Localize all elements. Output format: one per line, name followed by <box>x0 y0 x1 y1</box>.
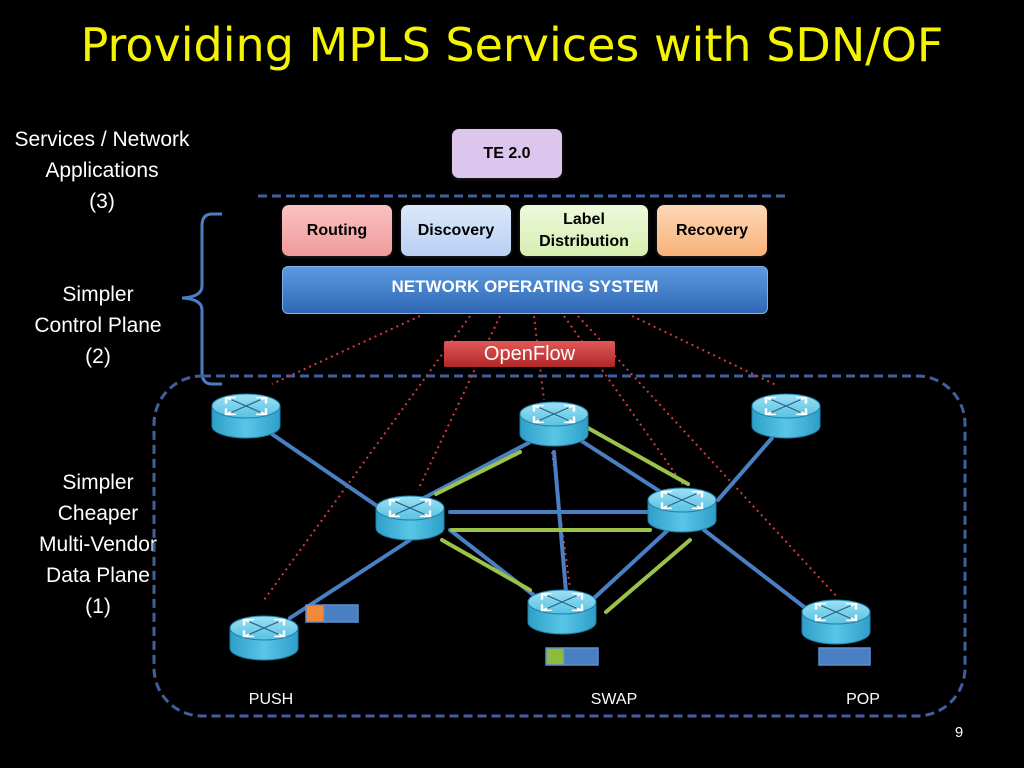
router-top-center-icon <box>518 400 590 448</box>
router-core-right-icon <box>646 486 718 534</box>
data-plane-boundary <box>152 374 967 718</box>
te-app-box: TE 2.0 <box>452 129 562 178</box>
page-number: 9 <box>954 724 964 741</box>
services-layer-label: Services / Network Applications (3) <box>14 128 190 213</box>
control-plane-label: Simpler Control Plane (2) <box>34 283 162 368</box>
push-operation-label: PUSH <box>248 691 294 708</box>
router-pop-icon <box>800 598 872 646</box>
router-push-icon <box>228 614 300 662</box>
network-operating-system-bar: NETWORK OPERATING SYSTEM <box>282 266 768 314</box>
router-top-right-icon <box>750 392 822 440</box>
pop-operation-label: POP <box>846 691 880 708</box>
swap-label-stack <box>545 647 599 666</box>
pop-label-stack <box>818 647 871 666</box>
label-distribution-module-box: Label Distribution <box>520 205 648 256</box>
discovery-module-box: Discovery <box>401 205 511 256</box>
lsp-paths <box>434 426 692 614</box>
openflow-label: OpenFlow <box>444 341 615 367</box>
push-label-stack <box>305 604 359 623</box>
slide-title: Providing MPLS Services with SDN/OF <box>80 18 944 72</box>
router-swap-icon <box>526 588 598 636</box>
control-plane-brace <box>181 212 222 386</box>
routing-module-box: Routing <box>282 205 392 256</box>
physical-links <box>264 428 810 620</box>
data-plane-label: Simpler Cheaper Multi-Vendor Data Plane … <box>39 471 157 618</box>
router-core-left-icon <box>374 494 446 542</box>
recovery-module-box: Recovery <box>657 205 767 256</box>
router-ingress-icon <box>210 392 282 440</box>
swap-operation-label: SWAP <box>590 691 638 708</box>
